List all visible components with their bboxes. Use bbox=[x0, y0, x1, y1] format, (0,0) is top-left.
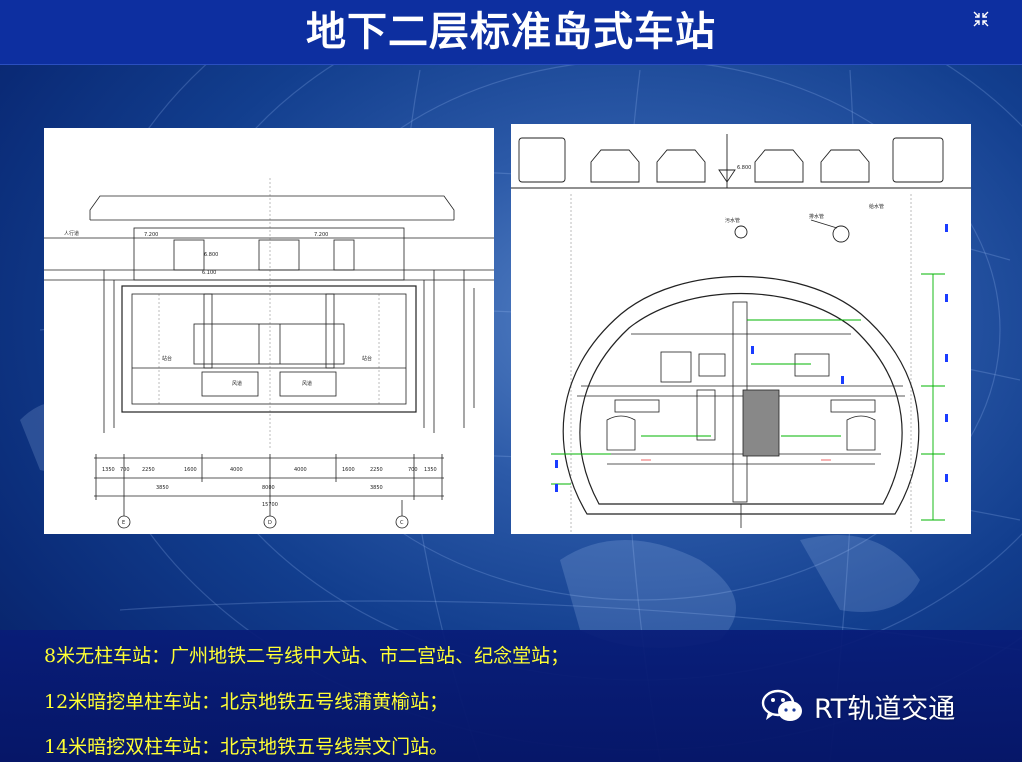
label-pipe-2: 排水管 bbox=[809, 213, 824, 220]
label-pipe-3: 给水管 bbox=[869, 203, 884, 210]
slide-title: 地下二层标准岛式车站 bbox=[306, 8, 716, 55]
dim-8: 2250 bbox=[370, 467, 383, 473]
dim-5: 4000 bbox=[230, 467, 243, 473]
caption-line-1: 8米无柱车站：广州地铁二号线中大站、市二宫站、纪念堂站； bbox=[44, 645, 570, 667]
cross-section-drawing-right: 6.800 污水管 排水管 给水管 bbox=[511, 124, 971, 534]
dim-sub-3: 3850 bbox=[370, 485, 383, 491]
dim-4: 1600 bbox=[184, 467, 197, 473]
cross-section-drawing-left: 人行道 7.200 7.200 6.800 6.100 风道 风道 站台 站台 … bbox=[44, 128, 494, 534]
dim-sub-2: 8000 bbox=[262, 485, 275, 491]
dim-sub-1: 3850 bbox=[156, 485, 169, 491]
collapse-arrows-icon[interactable] bbox=[972, 10, 990, 28]
label-road-elev: 6.800 bbox=[737, 165, 751, 171]
watermark: RT轨道交通 bbox=[760, 686, 955, 726]
label-elev-mid: 6.800 bbox=[204, 252, 218, 258]
dim-1: 1350 bbox=[102, 467, 115, 473]
title-bar: 地下二层标准岛式车站 bbox=[0, 0, 1022, 65]
wechat-icon bbox=[761, 689, 802, 721]
dim-7: 1600 bbox=[342, 467, 355, 473]
axis-C: C bbox=[400, 520, 404, 526]
label-duct-left: 风道 bbox=[232, 380, 242, 387]
label-sidewalk-left: 人行道 bbox=[64, 230, 79, 237]
dim-6: 4000 bbox=[294, 467, 307, 473]
label-duct-right: 风道 bbox=[302, 380, 312, 387]
dim-9: 700 bbox=[408, 467, 418, 473]
dim-2: 700 bbox=[120, 467, 130, 473]
label-elev-left: 7.200 bbox=[144, 232, 158, 238]
label-platform-right: 站台 bbox=[362, 355, 372, 362]
label-elev-right: 7.200 bbox=[314, 232, 328, 238]
caption-line-2: 12米暗挖单柱车站：北京地铁五号线蒲黄榆站； bbox=[44, 691, 449, 713]
label-pipe-1: 污水管 bbox=[725, 217, 740, 224]
station-section-svg: 人行道 7.200 7.200 6.800 6.100 风道 风道 站台 站台 … bbox=[44, 178, 494, 529]
dim-total: 15700 bbox=[262, 502, 278, 508]
dim-3: 2250 bbox=[142, 467, 155, 473]
caption-band bbox=[0, 630, 1022, 762]
caption-line-3: 14米暗挖双柱车站：北京地铁五号线崇文门站。 bbox=[44, 736, 449, 758]
label-platform-left: 站台 bbox=[162, 355, 172, 362]
watermark-text: RT轨道交通 bbox=[814, 693, 956, 725]
dim-10: 1350 bbox=[424, 467, 437, 473]
axis-D: D bbox=[268, 520, 272, 526]
label-elev-slab: 6.100 bbox=[202, 270, 216, 276]
axis-E: E bbox=[122, 520, 125, 526]
tunnel-section-svg: 6.800 污水管 排水管 给水管 bbox=[511, 134, 971, 532]
